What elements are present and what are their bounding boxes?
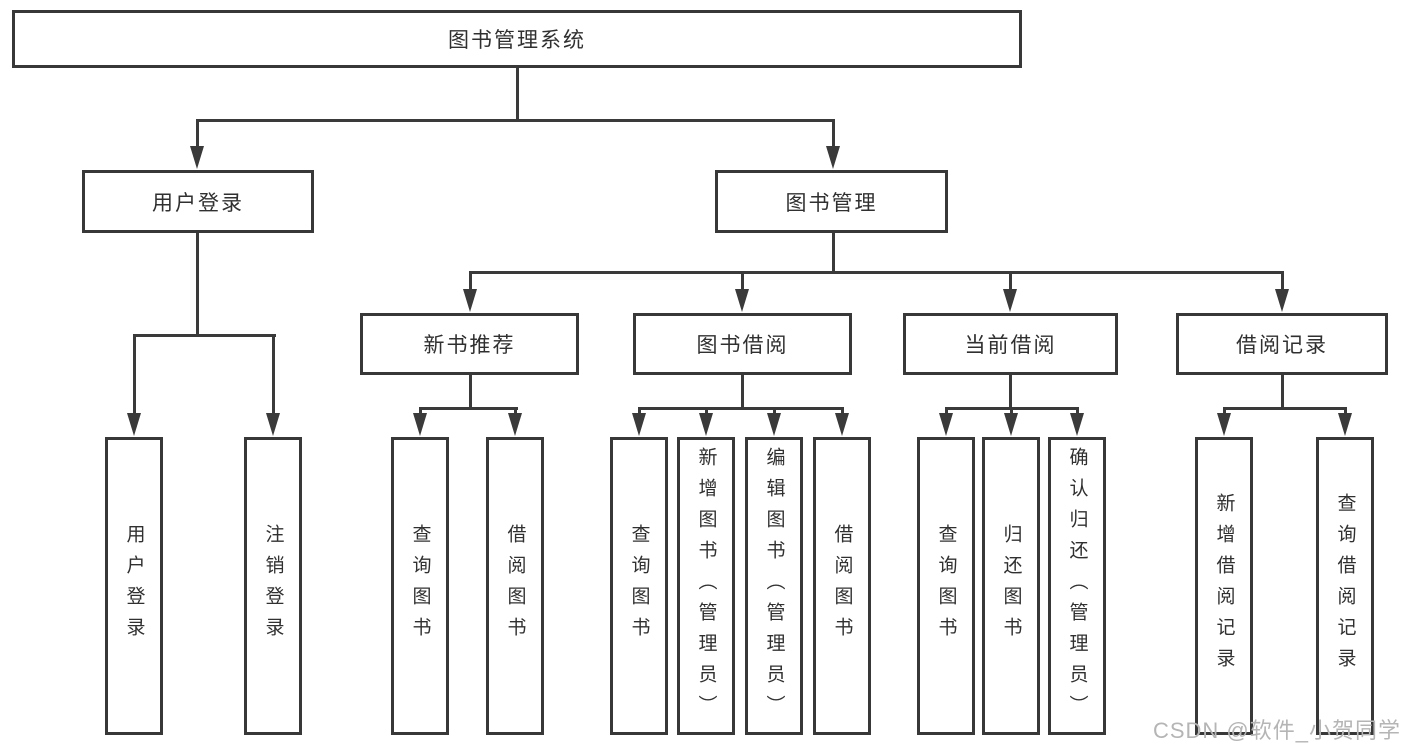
arrow-down-icon [835, 413, 849, 436]
leaf-query-book-recommend: 查询图书 [391, 437, 449, 735]
leaf-return-book: 归还图书 [982, 437, 1040, 735]
connector-drop [1222, 408, 1226, 415]
arrow-down-icon [1338, 413, 1352, 436]
connector-drop [271, 335, 275, 414]
connector-root-stem [515, 68, 519, 120]
node-new-book-recommend-label: 新书推荐 [423, 334, 516, 357]
connector-drop [195, 120, 199, 147]
arrow-down-icon [826, 146, 840, 169]
leaf-borrow-book-label: 借阅图书 [831, 524, 853, 648]
arrow-down-icon [1275, 289, 1289, 312]
connector-new-book-stem [468, 375, 472, 409]
arrow-down-icon [735, 289, 749, 312]
connector-drop [944, 408, 948, 415]
leaf-query-borrow-record: 查询借阅记录 [1316, 437, 1374, 735]
connector-user-login-stem [195, 233, 199, 336]
connector-rail-book-borrow [637, 406, 844, 410]
leaf-add-borrow-record: 新增借阅记录 [1195, 437, 1253, 735]
connector-drop [513, 408, 517, 415]
leaf-return-book-label: 归还图书 [1000, 524, 1022, 648]
connector-book-management-stem [831, 233, 835, 273]
arrow-down-icon [127, 413, 141, 436]
leaf-add-book-admin-label: 新增图书（管理员） [695, 446, 717, 726]
leaf-add-book-admin: 新增图书（管理员） [677, 437, 735, 735]
connector-drop [637, 408, 641, 415]
arrow-down-icon [632, 413, 646, 436]
connector-drop [1009, 408, 1013, 415]
connector-rail-borrow-record [1222, 406, 1347, 410]
leaf-borrow-book-recommend-label: 借阅图书 [504, 524, 526, 648]
connector-rail-level2 [195, 118, 835, 122]
connector-drop [468, 272, 472, 290]
node-new-book-recommend: 新书推荐 [360, 313, 579, 375]
node-book-management-label: 图书管理 [785, 191, 878, 215]
node-book-management: 图书管理 [715, 170, 948, 233]
node-borrow-record: 借阅记录 [1176, 313, 1388, 375]
arrow-down-icon [1217, 413, 1231, 436]
arrow-down-icon [767, 413, 781, 436]
arrow-down-icon [699, 413, 713, 436]
leaf-user-login: 用户登录 [105, 437, 163, 735]
connector-book-borrow-stem [740, 375, 744, 409]
connector-borrow-record-stem [1280, 375, 1284, 409]
leaf-query-borrow-record-label: 查询借阅记录 [1334, 493, 1356, 679]
leaf-logout-login-label: 注销登录 [262, 524, 284, 648]
leaf-query-book-borrow: 查询图书 [610, 437, 668, 735]
arrow-down-icon [1070, 413, 1084, 436]
node-root-label: 图书管理系统 [448, 29, 586, 52]
arrow-down-icon [463, 289, 477, 312]
arrow-down-icon [1004, 413, 1018, 436]
connector-rail-level3 [468, 270, 1284, 274]
arrow-down-icon [939, 413, 953, 436]
connector-drop [740, 272, 744, 290]
node-book-borrow: 图书借阅 [633, 313, 852, 375]
connector-drop [840, 408, 844, 415]
node-current-borrow-label: 当前借阅 [964, 334, 1057, 357]
leaf-add-borrow-record-label: 新增借阅记录 [1213, 493, 1235, 679]
node-current-borrow: 当前借阅 [903, 313, 1118, 375]
leaf-query-book-borrow-label: 查询图书 [628, 524, 650, 648]
arrow-down-icon [413, 413, 427, 436]
leaf-borrow-book-recommend: 借阅图书 [486, 437, 544, 735]
node-user-login: 用户登录 [82, 170, 314, 233]
connector-drop [772, 408, 776, 415]
leaf-edit-book-admin-label: 编辑图书（管理员） [763, 446, 785, 726]
leaf-borrow-book: 借阅图书 [813, 437, 871, 735]
arrow-down-icon [190, 146, 204, 169]
leaf-logout-login: 注销登录 [244, 437, 302, 735]
connector-drop [418, 408, 422, 415]
leaf-confirm-return-admin: 确认归还（管理员） [1048, 437, 1106, 735]
node-borrow-record-label: 借阅记录 [1236, 334, 1328, 357]
connector-drop [1343, 408, 1347, 415]
node-root: 图书管理系统 [12, 10, 1022, 68]
connector-drop [704, 408, 708, 415]
node-user-login-label: 用户登录 [152, 191, 244, 215]
csdn-watermark: CSDN @软件_小贺同学 [1152, 718, 1401, 743]
leaf-query-book-current-label: 查询图书 [935, 524, 957, 648]
leaf-edit-book-admin: 编辑图书（管理员） [745, 437, 803, 735]
leaf-query-book-current: 查询图书 [917, 437, 975, 735]
connector-rail-new-book [418, 406, 518, 410]
arrow-down-icon [1003, 289, 1017, 312]
connector-drop [1075, 408, 1079, 415]
arrow-down-icon [508, 413, 522, 436]
leaf-user-login-label: 用户登录 [123, 524, 145, 648]
leaf-confirm-return-admin-label: 确认归还（管理员） [1066, 446, 1088, 726]
connector-drop [831, 120, 835, 147]
leaf-query-book-recommend-label: 查询图书 [409, 524, 431, 648]
connector-current-borrow-stem [1008, 375, 1012, 409]
node-book-borrow-label: 图书借阅 [696, 334, 789, 357]
connector-drop [1008, 272, 1012, 290]
connector-rail-user-login [132, 333, 276, 337]
arrow-down-icon [266, 413, 280, 436]
connector-drop [1280, 272, 1284, 290]
connector-drop [132, 335, 136, 414]
